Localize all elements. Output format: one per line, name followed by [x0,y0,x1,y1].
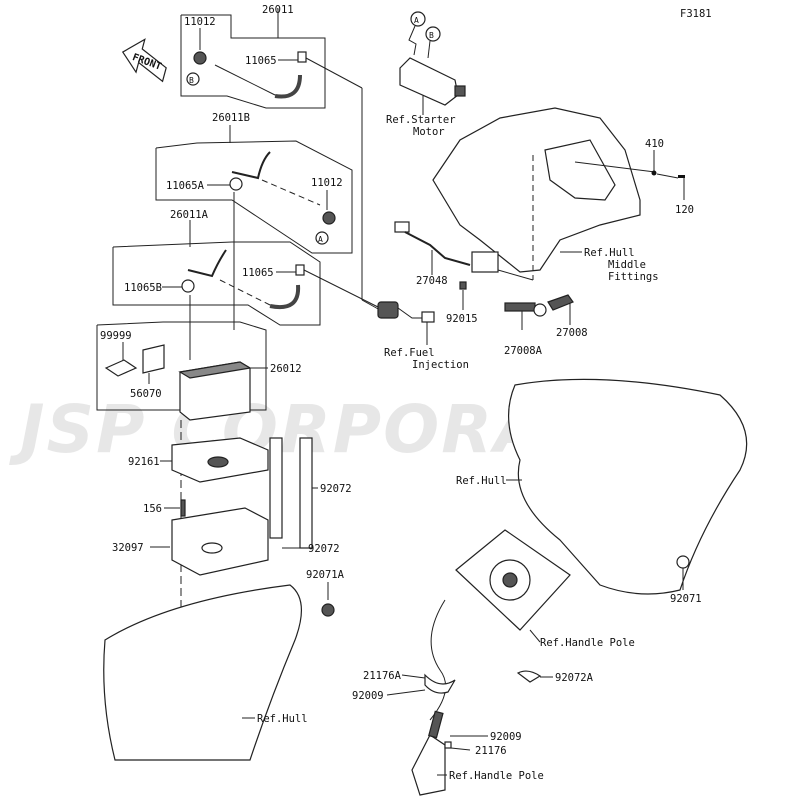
cable-26011A-group: 26011A 11065 11065B [112,209,381,360]
label-11065-top: 11065 [245,55,277,67]
label-27008: 27008 [556,327,588,339]
svg-text:Middle: Middle [608,259,646,271]
left-hull-ref: 92071A Ref.Hull [103,569,345,761]
cable-26011B-group: 26011B 11065A 11012 A [155,112,353,330]
label-156: 156 [143,503,162,515]
label-11012-mid: 11012 [311,177,343,189]
label-92071A: 92071A [306,569,345,581]
svg-text:Fittings: Fittings [608,271,659,283]
starter-motor-ref: A B Ref.Starter Motor [386,11,466,138]
handle-pole-group: Ref.Handle Pole 21176A 92009 92072A 9200… [352,529,635,796]
label-410: 410 [645,138,664,150]
battery-tray-group: 92161 156 32097 92072 92072 [112,437,352,576]
svg-text:Ref.Hull: Ref.Hull [584,247,635,259]
label-11012: 11012 [184,16,216,28]
screw-120-icon [678,175,685,178]
sensor-group: 27048 92015 27008A 27008 [394,221,588,357]
label-11065A: 11065A [166,180,205,192]
label-27048: 27048 [416,275,448,287]
svg-text:Ref.Fuel: Ref.Fuel [384,347,435,359]
svg-text:Ref.Hull: Ref.Hull [456,475,507,487]
label-92071: 92071 [670,593,702,605]
label-21176: 21176 [475,745,507,757]
svg-text:Ref.Handle Pole: Ref.Handle Pole [449,770,544,782]
label-92009-b: 92009 [490,731,522,743]
label-26012: 26012 [270,363,302,375]
label-11065B: 11065B [124,282,162,294]
label-120: 120 [675,204,694,216]
label-92072A: 92072A [555,672,594,684]
label-56070: 56070 [130,388,162,400]
svg-text:Motor: Motor [413,126,445,138]
svg-text:A: A [414,16,419,25]
label-99999: 99999 [100,330,132,342]
svg-text:Ref.Handle Pole: Ref.Handle Pole [540,637,635,649]
hull-middle-fittings-ref: Ref.Hull Middle Fittings 410 120 [432,107,694,283]
label-92072-b: 92072 [308,543,340,555]
right-hull-ref: Ref.Hull 92071 [456,378,748,605]
washer-410-icon [651,170,657,176]
label-26011B: 26011B [212,112,250,124]
label-26011: 26011 [262,4,294,16]
label-32097: 32097 [112,542,144,554]
fuel-injection-ref: Ref.Fuel Injection [377,301,469,371]
front-arrow-icon: FRONT [121,38,167,83]
label-21176A: 21176A [363,670,402,682]
figure-id: F3181 [680,8,712,20]
battery-group: 99999 56070 26012 [96,321,302,620]
cable-26011-group: 26011 11012 B 11065 [180,4,381,311]
label-26011A: 26011A [170,209,209,221]
svg-text:Ref.Starter: Ref.Starter [386,114,456,126]
svg-text:B: B [429,31,434,40]
svg-text:B: B [189,76,194,85]
svg-text:Ref.Hull: Ref.Hull [257,713,308,725]
svg-text:A: A [318,235,323,244]
label-92009-a: 92009 [352,690,384,702]
label-92161: 92161 [128,456,160,468]
svg-text:Injection: Injection [412,359,469,371]
label-92072-a: 92072 [320,483,352,495]
label-92015: 92015 [446,313,478,325]
label-27008A: 27008A [504,345,543,357]
label-11065-mid: 11065 [242,267,274,279]
